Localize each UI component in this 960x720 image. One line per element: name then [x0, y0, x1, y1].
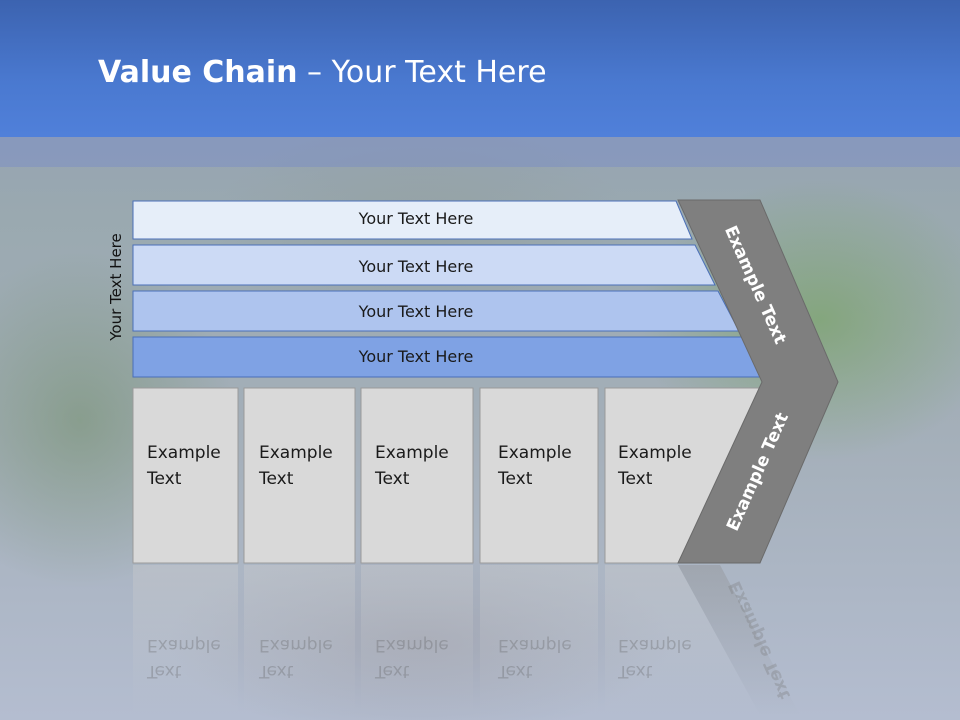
activity-box-1 — [132, 387, 239, 564]
box-reflection-4-line2: Text — [498, 661, 533, 681]
box-reflection-4: Text Example — [498, 632, 572, 684]
box-reflection-5-line2: Text — [618, 661, 653, 681]
row-label-2: Your Text Here — [358, 257, 474, 276]
box-reflection-1-line2: Text — [147, 661, 182, 681]
row-bar-2 — [132, 244, 716, 286]
box-reflection-3: Text Example — [375, 632, 449, 684]
box-reflection-2-line1: Example — [259, 635, 333, 655]
box-label-5-line2: Text — [618, 469, 653, 489]
box-label-1-line2: Text — [147, 469, 182, 489]
title-rest: – Your Text Here — [297, 55, 547, 90]
title-bold: Value Chain — [98, 55, 298, 90]
box-label-2-line1: Example — [259, 443, 333, 463]
box-reflection-4-line1: Example — [498, 635, 572, 655]
box-label-2-line2: Text — [259, 469, 294, 489]
row-label-1: Your Text Here — [358, 209, 474, 228]
box-reflection-2-line2: Text — [259, 661, 294, 681]
activity-box-2 — [243, 387, 356, 564]
row-label-3: Your Text Here — [358, 302, 474, 321]
box-label-3-line1: Example — [375, 443, 449, 463]
row-bar-1 — [132, 200, 693, 240]
box-reflection-3-line2: Text — [375, 661, 410, 681]
box-label-1-line1: Example — [147, 443, 221, 463]
title-bar — [0, 0, 960, 137]
reflection-group — [133, 565, 800, 715]
row-label-4: Your Text Here — [358, 347, 474, 366]
activity-box-3 — [360, 387, 474, 564]
box-label-4-line2: Text — [498, 469, 533, 489]
box-reflection-3-line1: Example — [375, 635, 449, 655]
page-title: Value Chain – Your Text Here — [98, 55, 547, 90]
box-reflection-2: Text Example — [259, 632, 333, 684]
box-label-3-line2: Text — [375, 469, 410, 489]
box-label-5-line1: Example — [618, 443, 692, 463]
box-reflection-5: Text Example — [618, 632, 692, 684]
title-bar-strip — [0, 137, 960, 167]
box-reflection-1-line1: Example — [147, 635, 221, 655]
activity-box-4 — [479, 387, 599, 564]
box-label-4-line1: Example — [498, 443, 572, 463]
margin-chevron — [677, 199, 839, 564]
box-reflection-5-line1: Example — [618, 635, 692, 655]
box-reflection-1: Text Example — [147, 632, 221, 684]
